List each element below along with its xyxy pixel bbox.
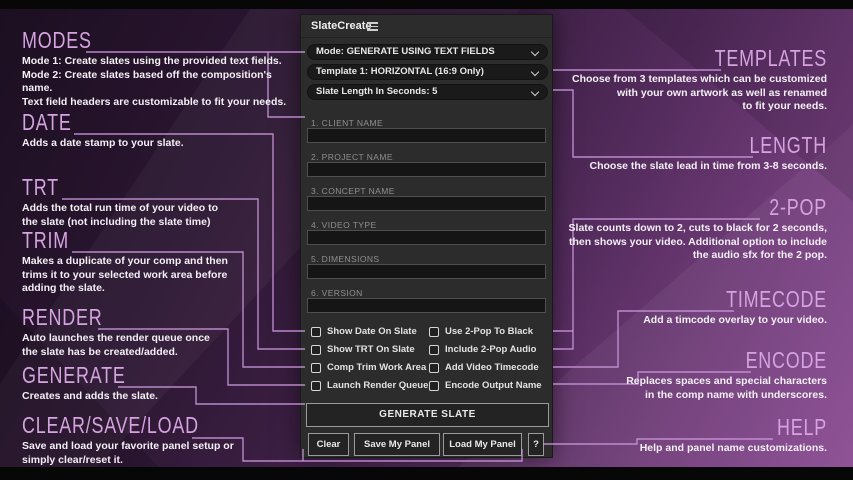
concept-name-label: 3. CONCEPT NAME — [311, 186, 395, 196]
template-dropdown-label: Template 1: HORIZONTAL (16:9 Only) — [316, 66, 484, 77]
checkbox-label: Encode Output Name — [445, 380, 542, 391]
panel-title: SlateCreate — [311, 20, 372, 32]
checkbox-label: Launch Render Queue — [327, 380, 429, 391]
annotation-text: Choose from 3 templates which can be cus… — [572, 73, 827, 112]
annotation-templates: TEMPLATES Choose from 3 templates which … — [507, 46, 827, 114]
save-panel-button[interactable]: Save My Panel — [354, 433, 440, 456]
checkbox-row: Add Video Timecode — [429, 361, 539, 374]
letterbox-top — [0, 0, 853, 9]
annotation-title: CLEAR/SAVE/LOAD — [22, 412, 199, 438]
generate-slate-button[interactable]: GENERATE SLATE — [306, 403, 549, 427]
checkbox-row: Show Date On Slate — [311, 325, 417, 338]
annotation-encode: ENCODE Replaces spaces and special chara… — [507, 348, 827, 402]
annotation-2-pop: 2-POP Slate counts down to 2, cuts to bl… — [507, 195, 827, 263]
dimensions-label: 5. DIMENSIONS — [311, 254, 380, 264]
annotation-length: LENGTH Choose the slate lead in time fro… — [507, 133, 827, 174]
annotation-date: DATE Adds a date stamp to your slate. — [22, 110, 302, 151]
annotation-text: Auto launches the render queue once the … — [22, 332, 210, 358]
hamburger-icon[interactable] — [367, 22, 378, 31]
checkbox-label: Include 2-Pop Audio — [445, 344, 537, 355]
two-pop-black-checkbox[interactable] — [429, 326, 439, 337]
annotation-timecode: TIMECODE Add a timcode overlay to your v… — [507, 287, 827, 328]
annotation-text: Choose the slate lead in time from 3-8 s… — [589, 160, 827, 172]
encode-name-checkbox[interactable] — [429, 380, 439, 391]
annotation-title: TRT — [22, 174, 59, 200]
concept-name-input[interactable] — [307, 196, 546, 211]
checkbox-label: Add Video Timecode — [445, 362, 539, 373]
annotation-text: Creates and adds the slate. — [22, 390, 158, 402]
annotation-render: RENDER Auto launches the render queue on… — [22, 305, 302, 359]
comp-trim-checkbox[interactable] — [311, 362, 321, 373]
video-timecode-checkbox[interactable] — [429, 362, 439, 373]
annotation-title: DATE — [22, 109, 72, 135]
checkbox-row: Encode Output Name — [429, 379, 542, 392]
project-name-input[interactable] — [307, 162, 546, 177]
annotation-text: Replaces spaces and special characters i… — [626, 375, 827, 401]
mode-dropdown[interactable]: Mode: GENERATE USING TEXT FIELDS — [307, 44, 548, 60]
annotation-title: GENERATE — [22, 362, 126, 388]
mode-dropdown-label: Mode: GENERATE USING TEXT FIELDS — [316, 46, 495, 57]
clear-button[interactable]: Clear — [308, 433, 349, 456]
panel-titlebar: SlateCreate — [301, 15, 552, 38]
checkbox-row: Use 2-Pop To Black — [429, 325, 533, 338]
annotation-text: Adds a date stamp to your slate. — [22, 137, 184, 149]
annotation-title: TIMECODE — [726, 286, 827, 312]
annotation-generate: GENERATE Creates and adds the slate. — [22, 363, 302, 404]
annotation-title: HELP — [777, 414, 827, 440]
annotation-title: RENDER — [22, 304, 103, 330]
video-type-input[interactable] — [307, 230, 546, 245]
annotation-trim: TRIM Makes a duplicate of your comp and … — [22, 228, 302, 296]
project-name-label: 2. PROJECT NAME — [311, 152, 393, 162]
template-dropdown[interactable]: Template 1: HORIZONTAL (16:9 Only) — [307, 64, 548, 80]
annotation-modes: MODES Mode 1: Create slates using the pr… — [22, 28, 302, 109]
slate-length-dropdown[interactable]: Slate Length In Seconds: 5 — [307, 84, 548, 100]
client-name-input[interactable] — [307, 128, 546, 143]
annotation-title: TRIM — [22, 227, 69, 253]
checkbox-label: Show TRT On Slate — [327, 344, 415, 355]
client-name-label: 1. CLIENT NAME — [311, 118, 384, 128]
annotation-text: Help and panel name customizations. — [639, 442, 827, 454]
show-date-checkbox[interactable] — [311, 326, 321, 337]
annotation-text: Slate counts down to 2, cuts to black fo… — [568, 222, 827, 261]
annotation-title: 2-POP — [769, 194, 827, 220]
annotation-text: Add a timcode overlay to your video. — [643, 314, 827, 326]
annotation-title: ENCODE — [745, 347, 827, 373]
checkbox-label: Show Date On Slate — [327, 326, 417, 337]
checkbox-label: Use 2-Pop To Black — [445, 326, 533, 337]
annotation-title: LENGTH — [749, 132, 827, 158]
checkbox-row: Include 2-Pop Audio — [429, 343, 536, 356]
letterbox-bottom — [0, 467, 853, 480]
annotation-text: Adds the total run time of your video to… — [22, 202, 219, 228]
annotation-text: Mode 1: Create slates using the provided… — [22, 55, 287, 108]
annotation-trt: TRT Adds the total run time of your vide… — [22, 175, 302, 229]
annotation-title: MODES — [22, 27, 92, 53]
two-pop-audio-checkbox[interactable] — [429, 344, 439, 355]
checkbox-label: Comp Trim Work Area — [327, 362, 427, 373]
annotation-title: TEMPLATES — [714, 45, 827, 71]
version-label: 6. VERSION — [311, 288, 363, 298]
version-input[interactable] — [307, 298, 546, 313]
annotation-text: Makes a duplicate of your comp and then … — [22, 255, 228, 294]
launch-render-checkbox[interactable] — [311, 380, 321, 391]
dimensions-input[interactable] — [307, 264, 546, 279]
annotation-clear-save-load: CLEAR/SAVE/LOAD Save and load your favor… — [22, 413, 302, 467]
slate-length-dropdown-label: Slate Length In Seconds: 5 — [316, 86, 438, 97]
annotation-help: HELP Help and panel name customizations. — [507, 415, 827, 456]
checkbox-row: Launch Render Queue — [311, 379, 428, 392]
checkbox-row: Comp Trim Work Area — [311, 361, 426, 374]
show-trt-checkbox[interactable] — [311, 344, 321, 355]
annotation-text: Save and load your favorite panel setup … — [22, 440, 234, 466]
checkbox-row: Show TRT On Slate — [311, 343, 415, 356]
video-type-label: 4. VIDEO TYPE — [311, 220, 377, 230]
